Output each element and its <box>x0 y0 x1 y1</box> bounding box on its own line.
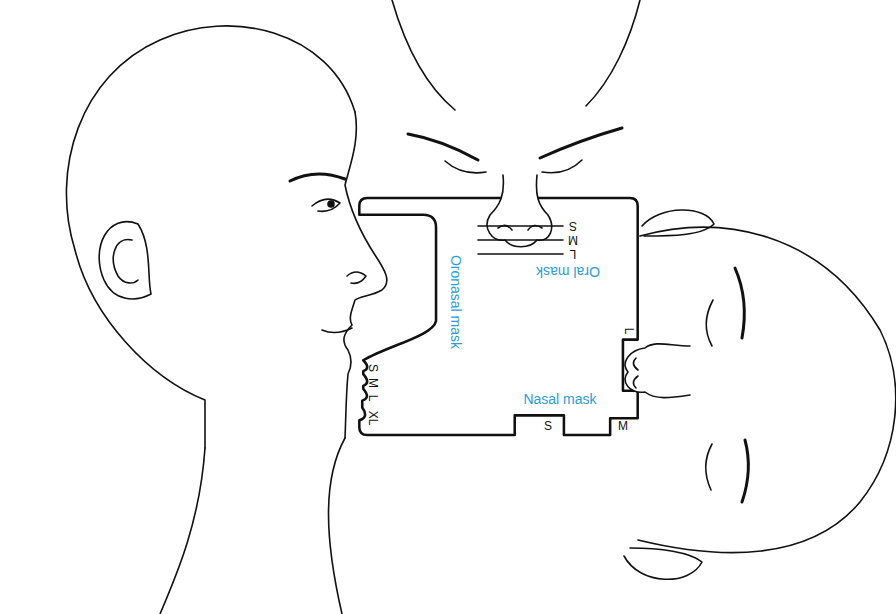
oral-size-line <box>478 239 563 241</box>
card-outline-path <box>359 198 637 435</box>
right-head-nostril-bottom <box>633 376 638 388</box>
oral-size-line <box>478 225 563 227</box>
size-letter: L <box>570 248 577 260</box>
mask-type-label: Nasal mask <box>523 392 596 406</box>
size-letter: S <box>544 420 552 432</box>
profile-skull <box>66 26 355 448</box>
top-face-eye-right <box>542 160 582 173</box>
top-face-eye-left <box>445 161 486 173</box>
top-face-nose <box>487 175 551 247</box>
size-letter: L <box>367 395 379 402</box>
profile-mouth <box>322 328 352 333</box>
size-letter: L <box>623 328 635 335</box>
top-face-eyebrow-left <box>408 134 478 160</box>
right-head-eyebrow-top <box>735 268 744 338</box>
right-head-ear-top <box>642 210 714 236</box>
top-face-jaw-right <box>586 0 640 106</box>
mask-type-label: Oronasal mask <box>449 255 463 349</box>
profile-eye <box>312 199 340 211</box>
oral-size-line <box>478 253 563 255</box>
right-head-eye-bottom <box>706 444 712 490</box>
size-letter: M <box>568 234 578 246</box>
size-letter: M <box>618 420 628 432</box>
right-head-ear-bottom <box>624 548 702 579</box>
profile-eyebrow <box>290 174 345 181</box>
profile-neck-back <box>160 448 205 614</box>
right-head-nose <box>625 344 690 398</box>
size-letter: S <box>569 220 577 232</box>
size-letter: XL <box>367 411 379 426</box>
profile-ear <box>99 222 151 299</box>
size-letter: M <box>367 378 379 388</box>
mask-type-label: Oral mask <box>536 265 600 279</box>
top-face-eyebrow-right <box>540 128 622 158</box>
profile-nostril <box>347 272 366 283</box>
top-face-jaw-left <box>392 0 455 110</box>
size-letter: S <box>367 364 379 372</box>
right-head-eye-top <box>706 300 713 346</box>
right-head-eyebrow-bottom <box>742 440 748 502</box>
right-head-nostril-top <box>633 358 638 370</box>
profile-neck-front <box>329 438 346 614</box>
profile-ear-inner <box>113 240 138 283</box>
profile-pupil <box>328 201 334 207</box>
